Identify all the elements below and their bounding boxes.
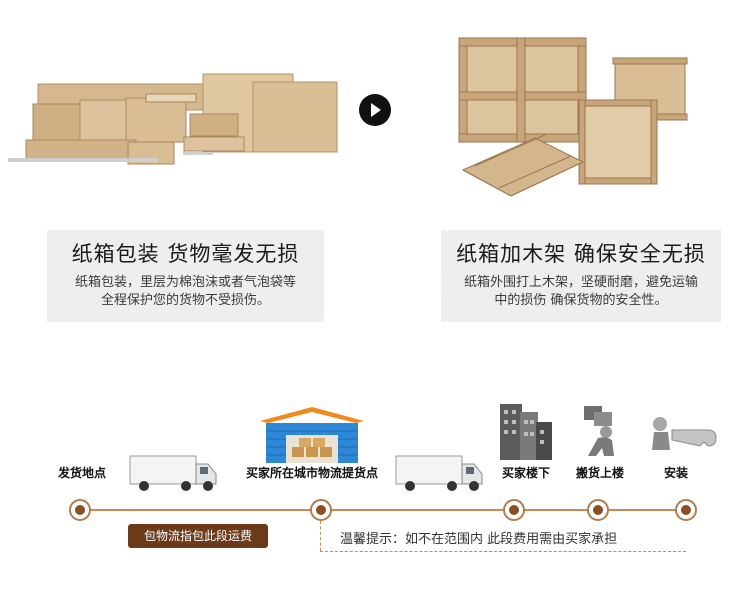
origin-label: 发货地点 bbox=[58, 466, 107, 480]
delivery-timeline bbox=[80, 509, 685, 511]
city-pickup-label: 买家所在城市物流提货点 bbox=[246, 466, 379, 480]
warm-tip-note: 温馨提示：如不在范围内 此段费用需由买家承担 bbox=[340, 532, 618, 547]
install-label: 安装 bbox=[664, 466, 689, 480]
timeline-node-install bbox=[675, 499, 697, 521]
note-bracket-horizontal bbox=[320, 551, 686, 552]
timeline-node-city bbox=[310, 499, 332, 521]
timeline-node-downstairs bbox=[503, 499, 525, 521]
carton-packaging-desc-line2: 全程保护您的货物不受损伤。 bbox=[100, 293, 270, 308]
carry-box-icon bbox=[578, 402, 622, 458]
truck-icon bbox=[128, 454, 220, 494]
timeline-node-origin bbox=[69, 499, 91, 521]
carton-packaging-desc-line1: 纸箱包装，里层为棉泡沫或者气泡袋等 bbox=[74, 275, 296, 290]
warehouse-icon bbox=[258, 405, 366, 463]
carton-packaging-caption: 纸箱包装 货物毫发无损 纸箱包装，里层为棉泡沫或者气泡袋等 全程保护您的货物不受… bbox=[47, 230, 324, 322]
carton-boxes-image bbox=[8, 62, 342, 172]
building-icon bbox=[494, 398, 556, 460]
note-bracket-vertical bbox=[320, 521, 321, 551]
crate-packaging-desc-line2: 中的损伤 确保货物的安全性。 bbox=[494, 293, 668, 308]
buyer-downstairs-label: 买家楼下 bbox=[502, 466, 551, 480]
crate-packaging-caption: 纸箱加木架 确保安全无损 纸箱外围打上木架，坚硬耐磨，避免运输 中的损伤 确保货… bbox=[441, 230, 721, 322]
carton-packaging-title: 纸箱包装 货物毫发无损 bbox=[71, 242, 300, 266]
truck-icon bbox=[394, 454, 486, 494]
wooden-crate-image bbox=[455, 30, 695, 202]
timeline-node-carry bbox=[587, 499, 609, 521]
freight-covered-badge: 包物流指包此段运费 bbox=[128, 524, 268, 548]
wrench-icon bbox=[638, 410, 718, 454]
carry-upstairs-label: 搬货上楼 bbox=[576, 466, 625, 480]
crate-packaging-title: 纸箱加木架 确保安全无损 bbox=[456, 242, 706, 266]
crate-packaging-desc-line1: 纸箱外围打上木架，坚硬耐磨，避免运输 bbox=[463, 275, 698, 290]
next-arrow-icon bbox=[359, 94, 391, 126]
